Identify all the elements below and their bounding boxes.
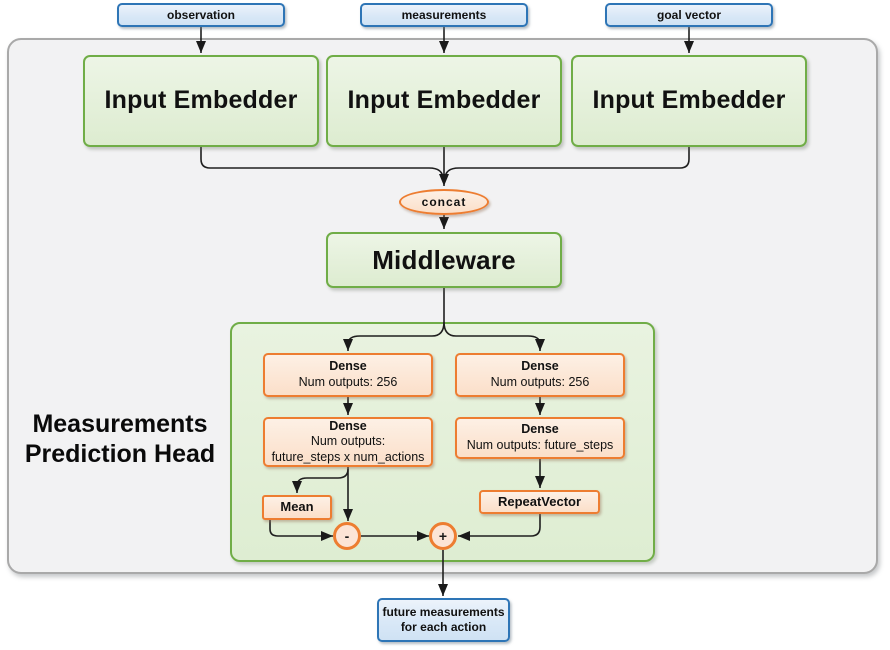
concat-label: concat — [421, 194, 467, 209]
middleware-node: Middleware — [326, 232, 562, 288]
right-dense-1: Dense Num outputs: 256 — [455, 353, 625, 397]
concat-node: concat — [399, 189, 489, 215]
input-embedder-1-label: Input Embedder — [104, 86, 298, 115]
input-label-observation-text: observation — [166, 7, 235, 22]
prediction-head-title: Measurements Prediction Head — [22, 409, 218, 469]
repeat-vector-node: RepeatVector — [479, 490, 600, 514]
left-dense-2: Dense Num outputs: future_steps x num_ac… — [263, 417, 433, 467]
input-label-goal-vector: goal vector — [605, 3, 773, 27]
left-dense-2-title: Dense — [329, 418, 367, 433]
right-dense-1-outputs: Num outputs: 256 — [490, 375, 590, 389]
input-label-measurements-text: measurements — [401, 7, 487, 22]
right-dense-2: Dense Num outputs: future_steps — [455, 417, 625, 459]
input-embedder-2-label: Input Embedder — [347, 86, 541, 115]
input-label-observation: observation — [117, 3, 285, 27]
left-dense-1: Dense Num outputs: 256 — [263, 353, 433, 397]
input-embedder-1: Input Embedder — [83, 55, 319, 147]
middleware-label: Middleware — [372, 244, 516, 275]
input-embedder-3-label: Input Embedder — [592, 86, 786, 115]
right-dense-1-title: Dense — [521, 359, 559, 374]
output-node: future measurements for each action — [377, 598, 510, 642]
input-embedder-2: Input Embedder — [326, 55, 562, 147]
right-dense-2-outputs: Num outputs: future_steps — [466, 438, 614, 452]
left-dense-1-title: Dense — [329, 359, 367, 374]
input-label-measurements: measurements — [360, 3, 528, 27]
head-title-line1: Measurements — [32, 410, 208, 438]
repeat-vector-label: RepeatVector — [497, 493, 582, 509]
right-dense-2-title: Dense — [521, 422, 559, 437]
left-dense-2-outputs2: future_steps x num_actions — [271, 449, 425, 464]
output-line2: for each action — [400, 620, 487, 634]
mean-label: Mean — [280, 499, 314, 515]
input-label-goal-vector-text: goal vector — [656, 7, 722, 22]
left-dense-2-outputs: Num outputs: — [310, 434, 386, 449]
input-embedder-3: Input Embedder — [571, 55, 807, 147]
left-dense-1-outputs: Num outputs: 256 — [298, 375, 398, 389]
head-title-line2: Prediction Head — [24, 440, 216, 468]
mean-node: Mean — [262, 495, 332, 520]
output-line1: future measurements — [382, 605, 505, 619]
